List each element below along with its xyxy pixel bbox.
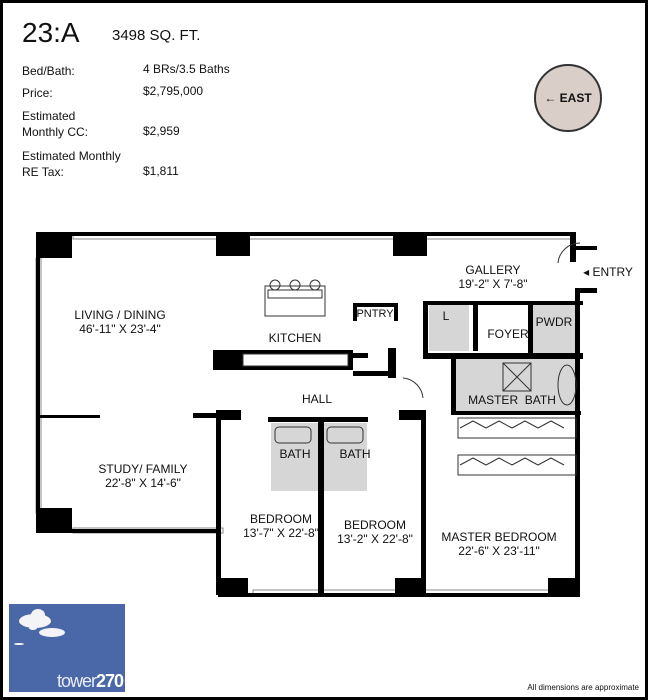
room-bedroom-2: BEDROOM 13'-2" X 22'-8" (337, 518, 413, 546)
logo-prefix: tower (56, 671, 97, 691)
price-value: $2,795,000 (143, 84, 204, 98)
entry-label: ◂ ENTRY (583, 265, 633, 279)
re-tax-label: Estimated Monthly RE Tax: (22, 149, 121, 179)
room-living-dining: LIVING / DINING 46'-11" X 23'-4" (74, 308, 165, 336)
room-bedroom-1: BEDROOM 13'-7" X 22'-8" (243, 512, 319, 540)
square-footage: 3498 SQ. FT. (112, 27, 201, 44)
room-kitchen: KITCHEN (268, 331, 322, 345)
room-dimensions: 46'-11" X 23'-4" (79, 322, 161, 336)
room-powder: PWDR (535, 315, 573, 329)
re-tax-value: $1,811 (143, 164, 179, 178)
room-name: STUDY/ FAMILY (98, 462, 188, 476)
room-hall: HALL (301, 392, 333, 406)
compass-east-badge: ← EAST (534, 64, 602, 132)
room-bath-1: BATH (279, 447, 311, 461)
room-bath-2: BATH (339, 447, 371, 461)
unit-number: 23:A (22, 17, 80, 48)
room-master-bath: MASTER BATH (468, 393, 556, 407)
tower270-logo: tower270 (9, 604, 125, 692)
bed-bath-label: Bed/Bath: (22, 64, 75, 78)
room-pantry: PNTRY (356, 308, 394, 320)
bed-bath-value: 4 BRs/3.5 Baths (143, 62, 230, 76)
price-label: Price: (22, 86, 53, 100)
room-dimensions: 19'-2" X 7'-8" (458, 277, 528, 291)
room-foyer: FOYER (487, 327, 529, 341)
monthly-cc-label: Estimated Monthly CC: (22, 109, 89, 139)
fixtures (242, 242, 581, 476)
room-dimensions: 22'-6" X 23'-11" (458, 544, 540, 558)
floor-plan-drawing (35, 232, 597, 597)
room-name: BEDROOM (249, 512, 312, 526)
logo-text: tower270 (56, 671, 124, 692)
room-name: BEDROOM (343, 518, 406, 532)
room-dimensions: 13'-7" X 22'-8" (243, 526, 319, 540)
room-dimensions: 22'-8" X 14'-6" (105, 476, 181, 490)
room-name: MASTER BEDROOM (441, 530, 557, 544)
room-name: LIVING / DINING (74, 308, 166, 322)
room-gallery: GALLERY 19'-2" X 7'-8" (458, 263, 527, 291)
disclaimer: All dimensions are approximate (527, 683, 639, 692)
logo-suffix: 270 (95, 671, 124, 691)
room-dimensions: 13'-2" X 22'-8" (337, 532, 413, 546)
room-study-family: STUDY/ FAMILY 22'-8" X 14'-6" (98, 462, 187, 490)
room-laundry: L (442, 309, 450, 323)
monthly-cc-value: $2,959 (143, 124, 180, 138)
room-name: GALLERY (465, 263, 521, 277)
room-master-bedroom: MASTER BEDROOM 22'-6" X 23'-11" (441, 530, 556, 558)
